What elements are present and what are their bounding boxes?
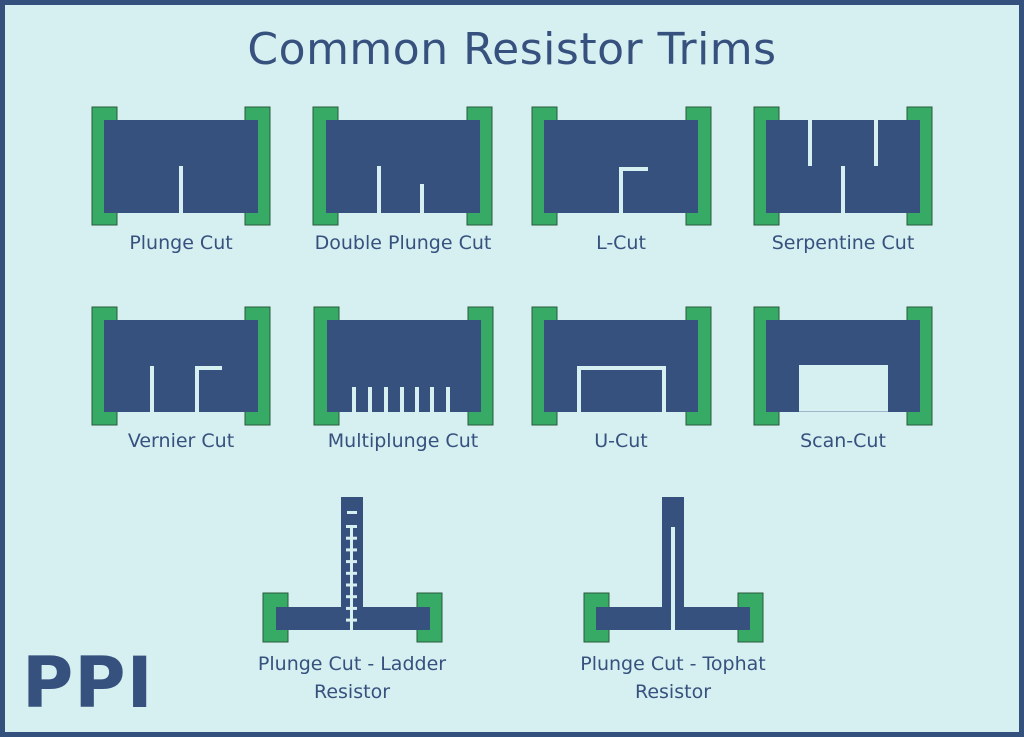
serpentine-cut-top-1 [808, 120, 812, 166]
serpentine-cut-bottom [841, 166, 845, 213]
label-vernier-cut: Vernier Cut [127, 430, 235, 452]
u-cut-top [577, 366, 666, 370]
tophat-cut-line [671, 527, 675, 630]
label-ladder-line2: Resistor [314, 681, 390, 703]
resistor-body [326, 120, 480, 213]
plunge-cut-line-1 [377, 166, 381, 213]
l-cut-diagram [531, 106, 712, 226]
tophat-resistor-diagram [583, 497, 764, 643]
diagram-title: Common Resistor Trims [247, 24, 777, 75]
ladder-rung [346, 548, 357, 552]
ladder-rung [346, 536, 357, 540]
serpentine-cut-top-2 [874, 120, 878, 166]
label-ladder-resistor: Plunge Cut - Ladder Resistor [232, 650, 472, 706]
scan-cut-diagram [753, 306, 933, 426]
ladder-rung-isolated [347, 511, 357, 514]
multiplunge-line-7 [446, 387, 450, 412]
scan-cut-area [799, 365, 888, 412]
ppi-logo: PPI [22, 642, 154, 724]
vernier-l-horizontal [195, 366, 222, 370]
multiplunge-line-4 [400, 387, 404, 412]
serpentine-cut-diagram [753, 106, 933, 226]
ladder-rung [346, 618, 357, 622]
label-multiplunge-cut: Multiplunge Cut [327, 430, 479, 452]
multiplunge-line-2 [368, 387, 372, 412]
label-l-cut: L-Cut [596, 232, 646, 254]
multiplunge-cut-diagram [313, 306, 494, 426]
vernier-l-vertical [195, 366, 199, 412]
label-ladder-line1: Plunge Cut - Ladder [257, 653, 447, 675]
l-cut-horizontal [619, 167, 648, 171]
ladder-rung [346, 583, 357, 587]
label-u-cut: U-Cut [594, 430, 648, 452]
ladder-spine [350, 525, 353, 630]
multiplunge-line-1 [352, 387, 356, 412]
ladder-rung [346, 595, 357, 599]
label-plunge-cut: Plunge Cut [129, 232, 233, 254]
ladder-rung [346, 630, 357, 634]
plunge-cut-diagram [91, 106, 271, 226]
vernier-plunge-line [150, 366, 154, 412]
ladder-resistor-diagram [262, 497, 443, 643]
label-double-plunge-cut: Double Plunge Cut [314, 232, 492, 254]
u-cut-right [662, 366, 666, 412]
label-tophat-resistor: Plunge Cut - Tophat Resistor [553, 650, 793, 706]
plunge-cut-line-2 [420, 184, 424, 213]
label-scan-cut: Scan-Cut [800, 430, 886, 452]
plunge-cut-line [179, 166, 183, 213]
ladder-rungs [346, 525, 357, 634]
ladder-rung [346, 606, 357, 610]
label-tophat-line1: Plunge Cut - Tophat [580, 653, 766, 675]
l-cut-vertical [619, 167, 623, 213]
resistor-body [104, 320, 258, 412]
ladder-rung [346, 525, 357, 528]
vernier-cut-diagram [91, 306, 271, 426]
label-tophat-line2: Resistor [635, 681, 711, 703]
label-serpentine-cut: Serpentine Cut [771, 232, 915, 254]
multiplunge-line-3 [384, 387, 388, 412]
double-plunge-cut-diagram [312, 106, 493, 226]
u-cut-left [577, 366, 581, 412]
ladder-rung [346, 571, 357, 575]
multiplunge-line-5 [415, 387, 419, 412]
u-cut-diagram [531, 306, 712, 426]
ladder-rung [346, 560, 357, 564]
multiplunge-line-6 [430, 387, 434, 412]
